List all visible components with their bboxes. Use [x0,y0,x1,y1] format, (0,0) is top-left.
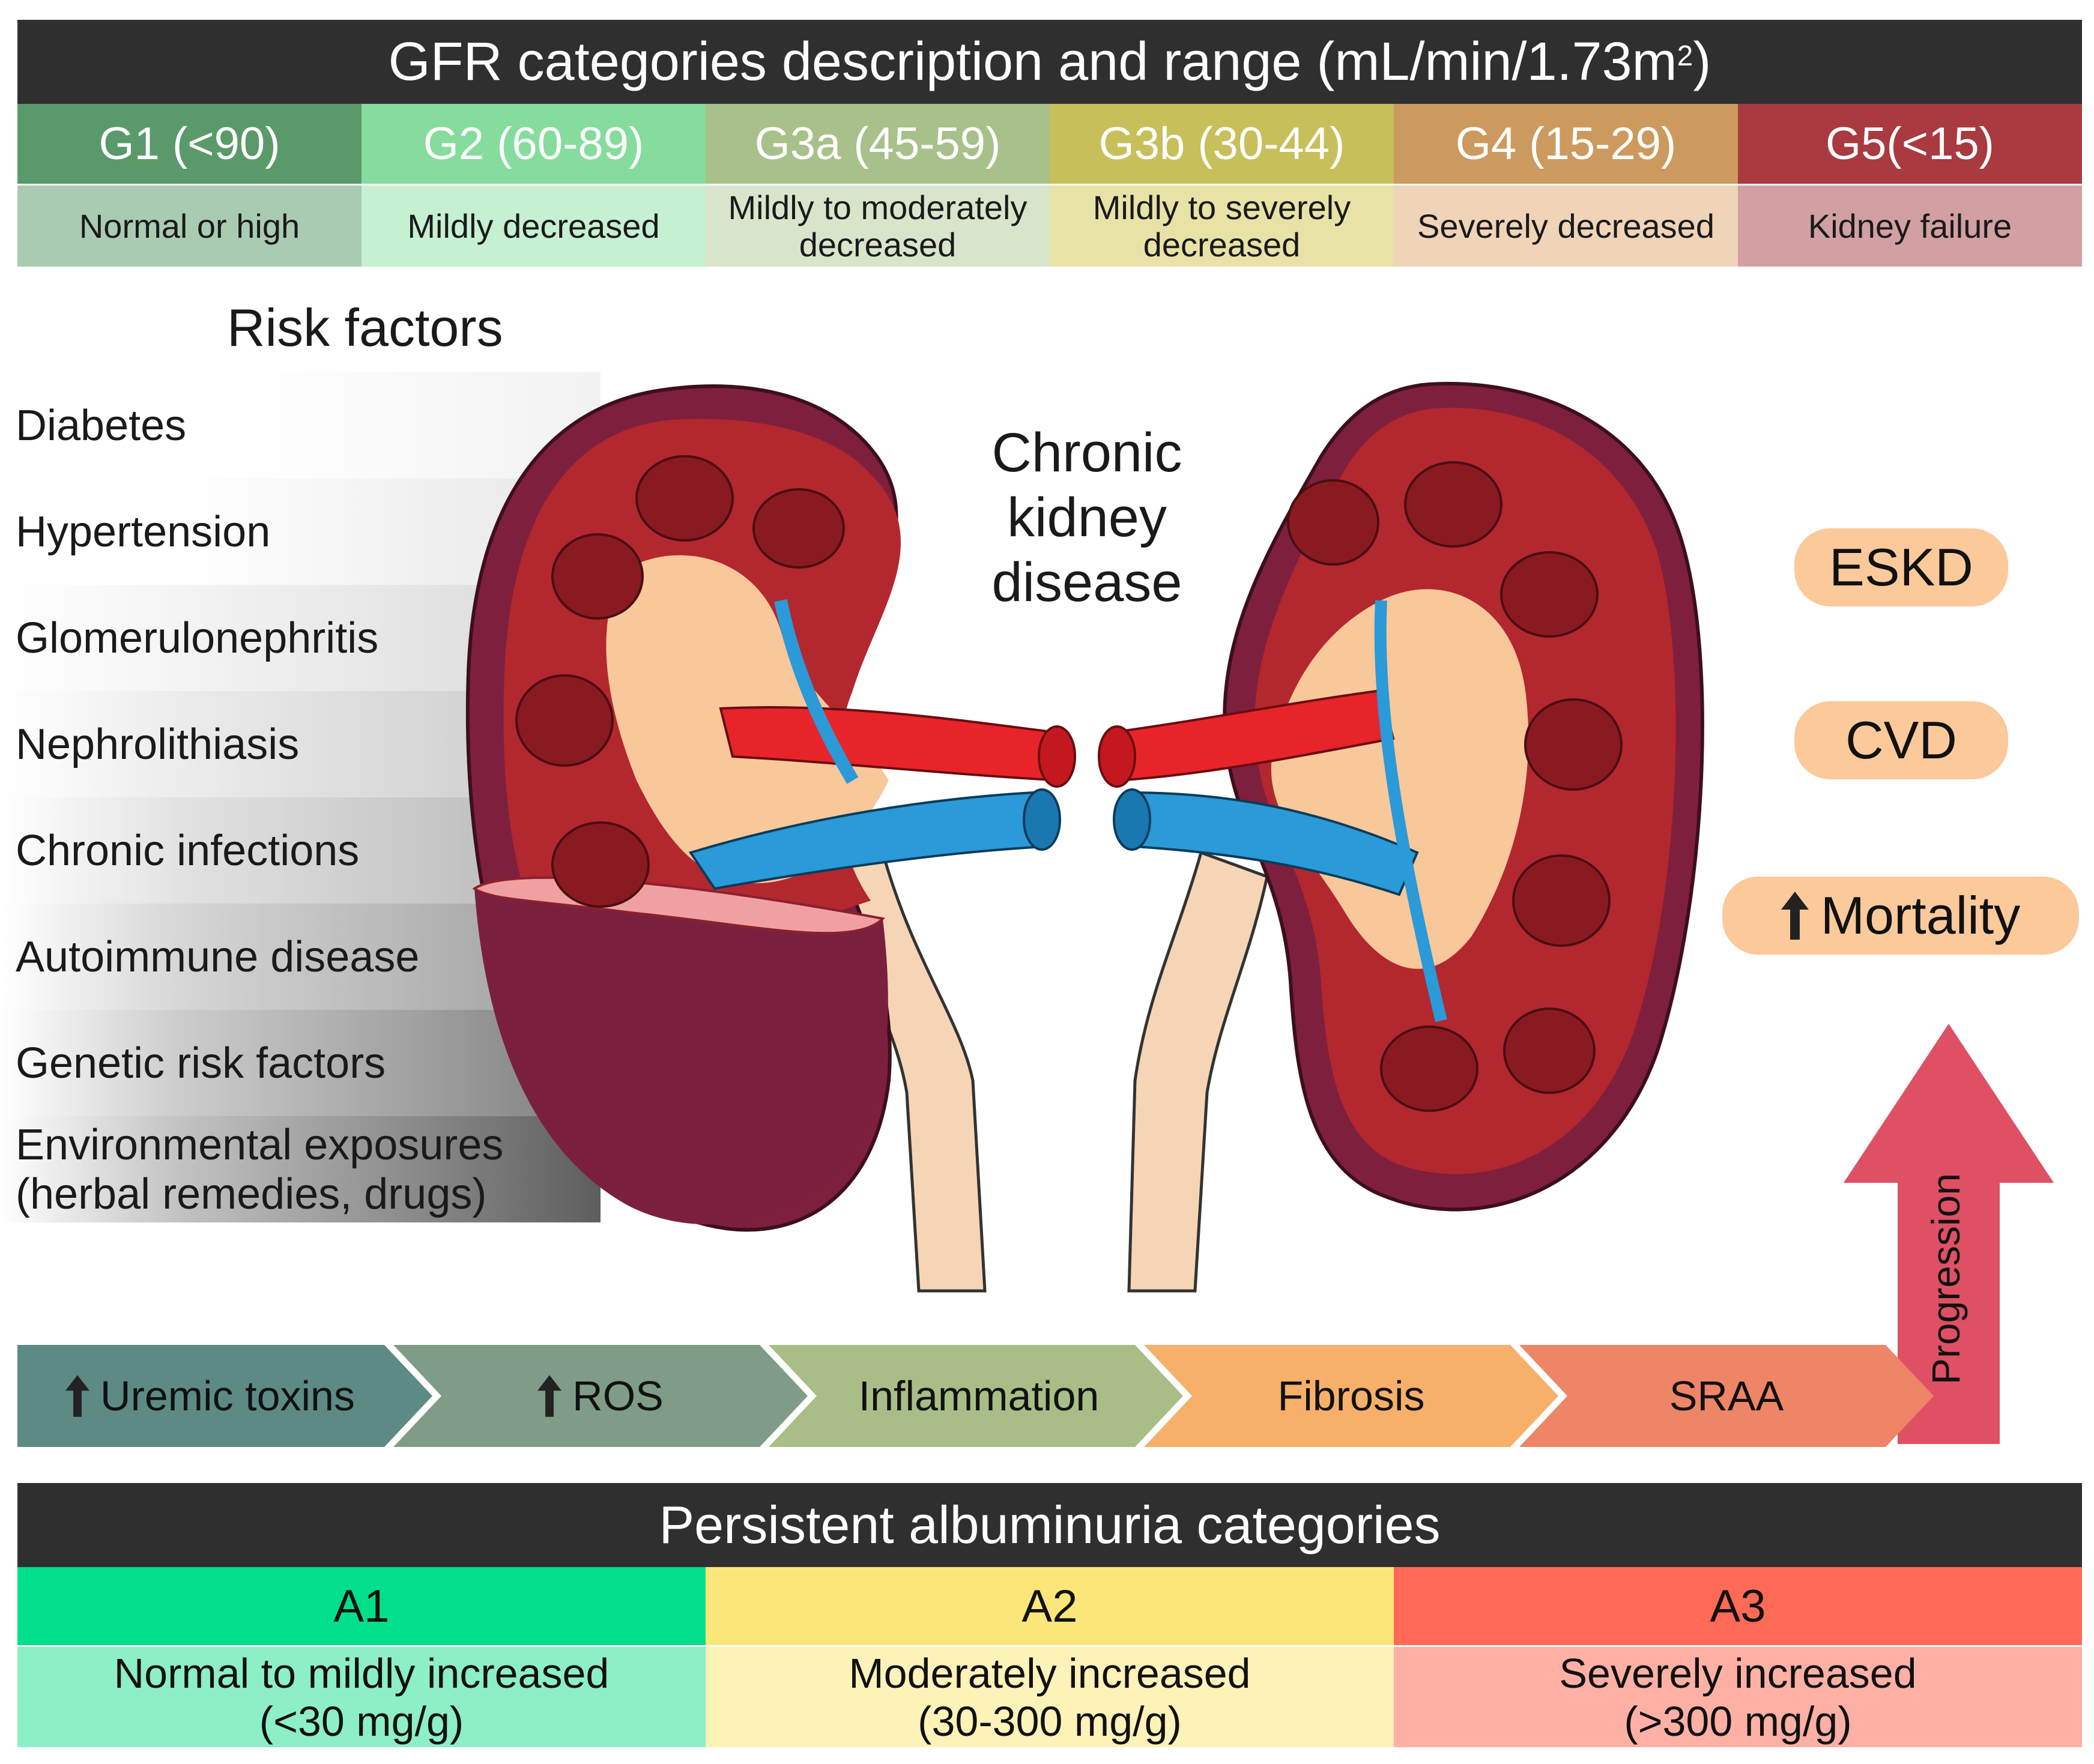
albuminuria-desc-line2: (30-300 mg/g) [918,1697,1182,1745]
gfr-category-g1: G1 (<90) Normal or high [17,104,362,267]
gfr-category-g5: G5(<15) Kidney failure [1738,104,2082,267]
mechanism-inflammation: Inflammation [858,1373,1100,1419]
ckd-label-line2: kidney [1007,487,1167,548]
albuminuria-label: A3 [1394,1567,2082,1645]
gfr-category-label: G5(<15) [1738,104,2082,184]
up-arrow-icon [537,1375,562,1417]
mechanism-uremic-toxins: Uremic toxins [36,1345,384,1447]
albuminuria-desc-line2: (>300 mg/g) [1624,1697,1852,1745]
albuminuria-description: Normal to mildly increased (<30 mg/g) [17,1645,706,1747]
outcome-mortality: Mortality [1722,877,2079,955]
mechanism-label: Uremic toxins [100,1373,355,1419]
gfr-category-description: Kidney failure [1738,184,2082,267]
up-arrow-icon [1781,892,1809,940]
albuminuria-desc-line1: Severely increased [1559,1649,1917,1697]
albuminuria-desc-line1: Moderately increased [849,1649,1251,1697]
gfr-category-g3b: G3b (30-44) Mildly to severely decreased [1050,104,1394,267]
left-kidney [465,384,1076,1293]
gfr-category-g2: G2 (60-89) Mildly decreased [362,104,706,267]
gfr-category-description: Mildly to severely decreased [1050,184,1394,267]
gfr-category-label: G3b (30-44) [1050,104,1394,184]
outcome-eskd: ESKD [1794,528,2008,606]
progression-arrow [1844,1024,2054,1444]
albuminuria-category-a3: A3 Severely increased (>300 mg/g) [1394,1567,2082,1747]
albuminuria-category-a2: A2 Moderately increased (30-300 mg/g) [706,1567,1394,1747]
albuminuria-desc-line1: Normal to mildly increased [113,1649,610,1697]
gfr-title: GFR categories description and range (mL… [17,20,2082,104]
gfr-category-description: Mildly to moderately decreased [706,184,1050,267]
gfr-category-grid: G1 (<90) Normal or high G2 (60-89) Mildl… [17,104,2082,267]
ckd-label-line1: Chronic [991,422,1182,483]
gfr-category-label: G3a (45-59) [706,104,1050,184]
gfr-category-label: G2 (60-89) [362,104,706,184]
albuminuria-description: Moderately increased (30-300 mg/g) [706,1645,1394,1747]
gfr-category-g4: G4 (15-29) Severely decreased [1394,104,1738,267]
albuminuria-category-a1: A1 Normal to mildly increased (<30 mg/g) [17,1567,706,1747]
up-arrow-icon [65,1375,90,1417]
risk-factor-environmental: Environmental exposures (herbal remedies… [0,1116,601,1222]
gfr-title-end: ) [1693,31,1711,92]
kidney-illustration [465,382,1704,1293]
gfr-category-description: Severely decreased [1394,184,1738,267]
albuminuria-title: Persistent albuminuria categories [17,1483,2082,1567]
gfr-title-superscript: 2 [1677,40,1693,72]
mechanism-ros: ROS [444,1345,757,1447]
gfr-title-text: GFR categories description and range (mL… [388,31,1677,92]
ckd-label: Chronic kidney disease [937,420,1237,615]
risk-factor-item: Diabetes [0,372,601,479]
right-kidney [1098,382,1704,1293]
ckd-label-line3: disease [991,552,1182,613]
outcome-mortality-label: Mortality [1820,886,2021,945]
mechanism-sraa: SRAA [1669,1373,1784,1419]
albuminuria-grid: A1 Normal to mildly increased (<30 mg/g)… [17,1567,2082,1747]
mechanism-chevrons [17,1345,1934,1447]
mechanism-label: ROS [572,1373,664,1419]
gfr-category-label: G4 (15-29) [1394,104,1738,184]
outcome-cvd: CVD [1794,701,2008,779]
albuminuria-label: A2 [706,1567,1394,1645]
risk-factors-title: Risk factors [227,298,503,357]
gfr-category-g3a: G3a (45-59) Mildly to moderately decreas… [706,104,1050,267]
risk-factor-env-line1: Environmental exposures [16,1120,504,1169]
gfr-category-description: Mildly decreased [362,184,706,267]
albuminuria-description: Severely increased (>300 mg/g) [1394,1645,2082,1747]
mechanism-fibrosis: Fibrosis [1277,1373,1425,1419]
albuminuria-desc-line2: (<30 mg/g) [259,1697,464,1745]
gfr-category-label: G1 (<90) [17,104,362,184]
risk-factor-env-line2: (herbal remedies, drugs) [16,1170,487,1218]
gfr-category-description: Normal or high [17,184,362,267]
albuminuria-label: A1 [17,1567,706,1645]
